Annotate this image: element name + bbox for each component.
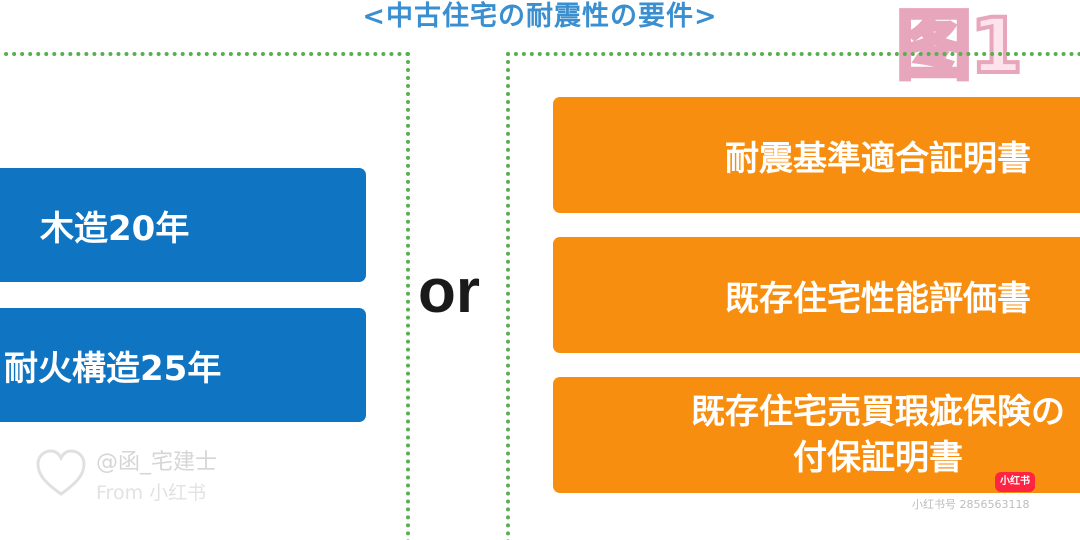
watermark-handle: @函_宅建士 <box>96 450 218 475</box>
platform-badge: 小红书 <box>995 472 1035 492</box>
performance-evaluation-label: 既存住宅性能評価書 <box>725 278 1031 319</box>
platform-id: 小红书号 2856563118 <box>912 498 1030 511</box>
wooden-20-years-label: 木造20年 <box>40 208 190 249</box>
seismic-certificate-box: 耐震基準適合証明書 <box>553 97 1080 213</box>
right-group-frame <box>506 52 1080 540</box>
diagram-title: <中古住宅の耐震性の要件> <box>362 1 718 32</box>
performance-evaluation-box: 既存住宅性能評価書 <box>553 237 1080 353</box>
or-connector: or <box>418 257 480 326</box>
watermark-source: From 小红书 <box>96 482 207 504</box>
left-group-frame <box>0 52 410 540</box>
wooden-20-years-box: 木造20年 <box>0 168 366 282</box>
figure-stamp: 图1 <box>894 1 1025 90</box>
fireproof-25-years-box: 耐火構造25年 <box>0 308 366 422</box>
defect-insurance-label-line2: 付保証明書 <box>793 438 963 478</box>
defect-insurance-box: 既存住宅売買瑕疵保険の 付保証明書 <box>553 377 1080 493</box>
fireproof-25-years-label: 耐火構造25年 <box>4 348 222 389</box>
seismic-certificate-label: 耐震基準適合証明書 <box>725 138 1031 179</box>
watermark-logo-icon <box>36 449 86 496</box>
defect-insurance-label-line1: 既存住宅売買瑕疵保険の <box>691 392 1065 432</box>
